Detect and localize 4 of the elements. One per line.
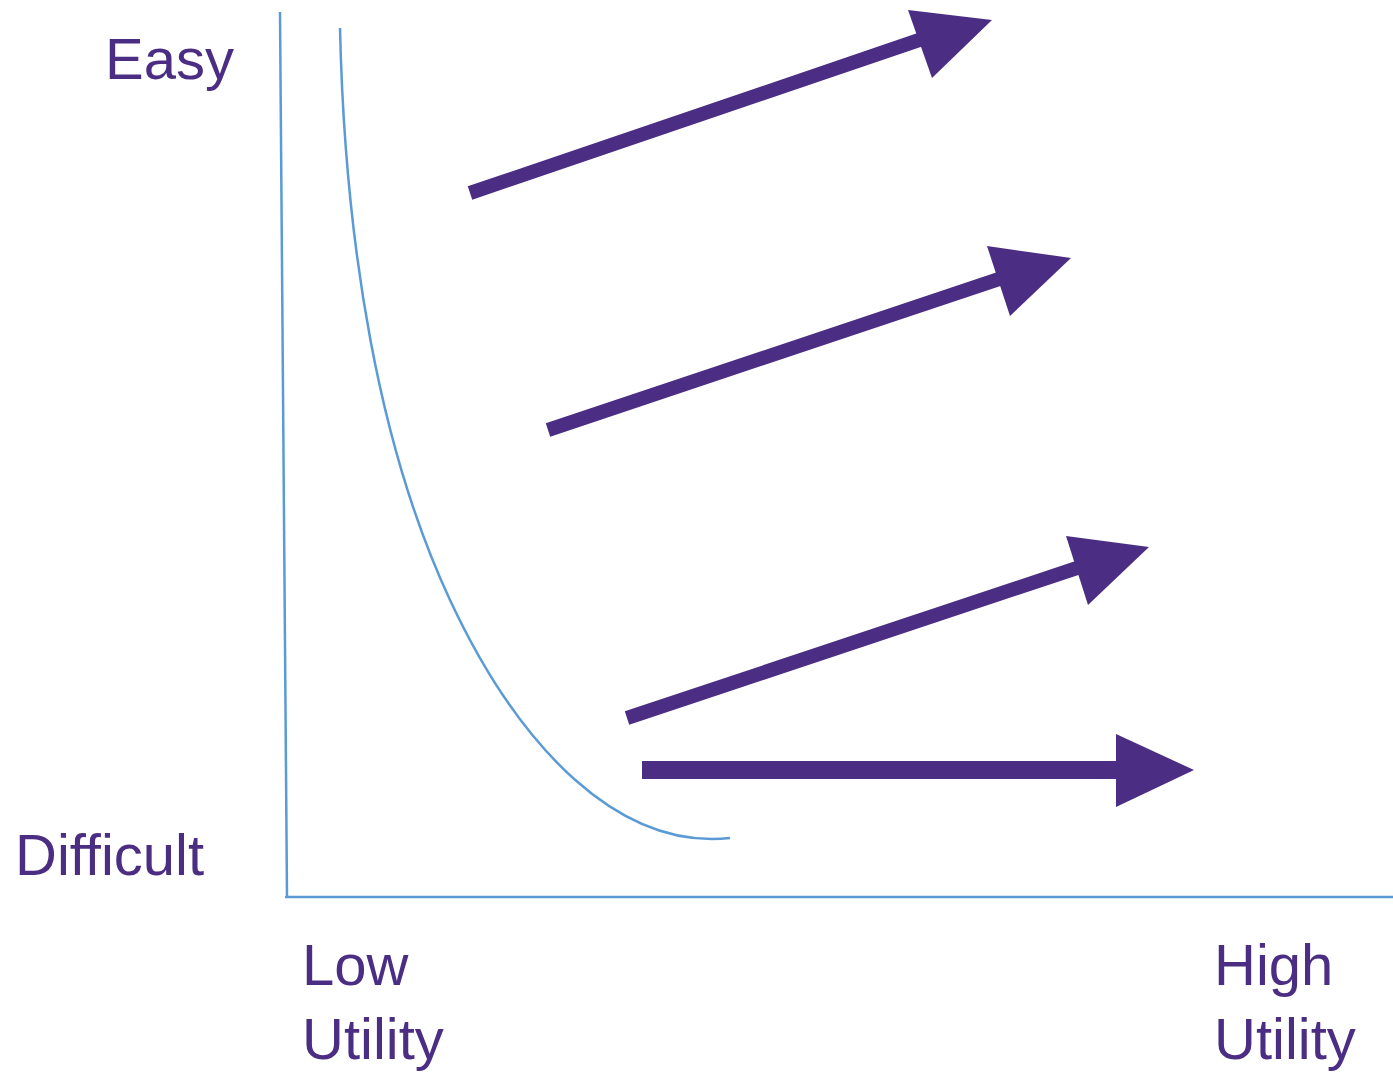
axis-label: High Utility bbox=[1214, 931, 1357, 1073]
axis-label: Easy bbox=[105, 25, 235, 93]
axis-label: Low Utility bbox=[302, 931, 445, 1073]
axis-label: Difficult bbox=[15, 821, 206, 889]
